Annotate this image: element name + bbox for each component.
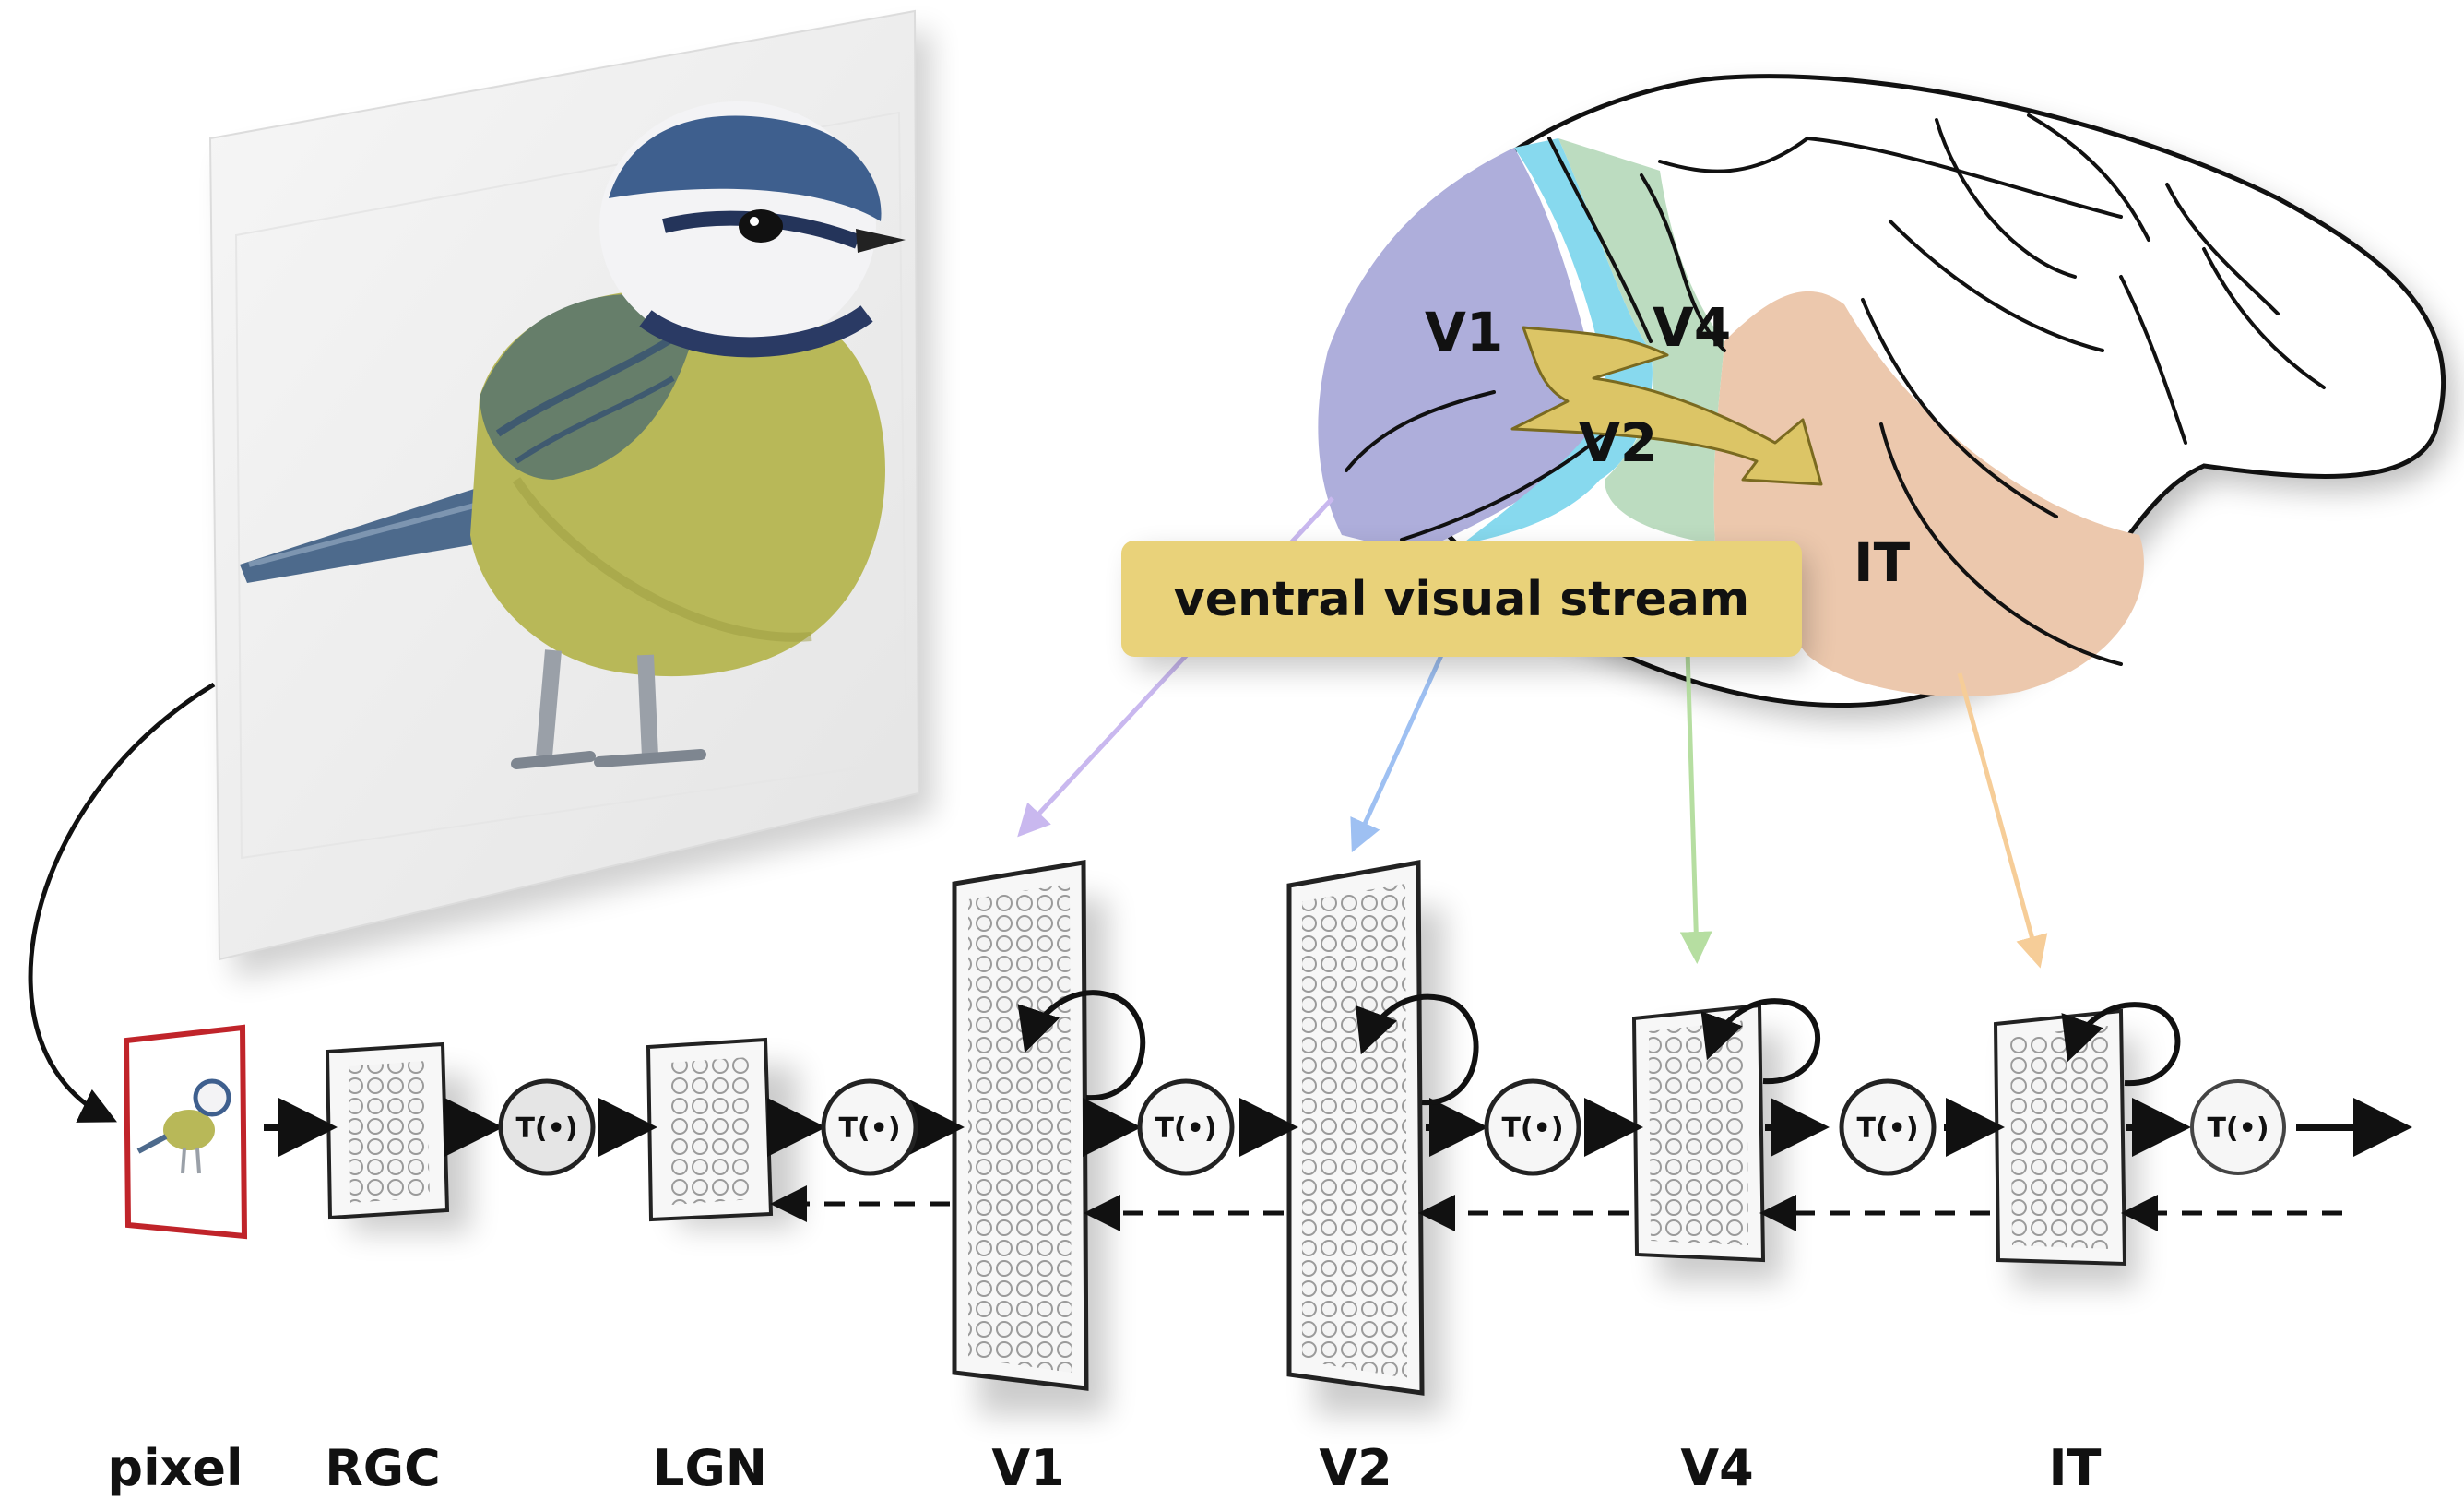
stage-labels: pixel RGC LGN V1 V2 V4 IT <box>107 1439 2101 1497</box>
recurrent-loop-arrow-v2 <box>1356 993 1479 1106</box>
v2-layer <box>1286 860 1425 1396</box>
callout-label: ventral visual stream <box>1174 572 1749 627</box>
stage-label-lgn: LGN <box>653 1439 767 1497</box>
mapping-arrow-it <box>1957 672 2048 969</box>
brain-label-v4: V4 <box>1653 296 1731 359</box>
nonlinearity-label: T(•) <box>838 1112 900 1145</box>
rgc-layer <box>325 1041 450 1220</box>
stage-label-pixel: pixel <box>107 1439 243 1497</box>
brain-label-v1: V1 <box>1425 301 1503 363</box>
nonlinearity-label: T(•) <box>515 1112 577 1145</box>
recurrent-loop-arrow-v1 <box>1017 990 1146 1101</box>
nonlinearity-node-1: T(•) <box>498 1078 596 1176</box>
brain-area-v1 <box>1318 148 1609 553</box>
pixel-input-thumbnail <box>123 1024 248 1240</box>
stage-label-it: IT <box>2049 1439 2102 1497</box>
brain-area-it <box>1713 291 2144 697</box>
lgn-layer <box>646 1037 774 1222</box>
v1-layer <box>952 860 1089 1391</box>
nonlinearity-node-4: T(•) <box>1484 1078 1581 1176</box>
stage-label-v2: V2 <box>1319 1439 1392 1497</box>
v4-layer <box>1631 1003 1766 1263</box>
stimulus-photo-card <box>208 9 933 980</box>
nonlinearity-label: T(•) <box>1155 1112 1216 1145</box>
mapping-arrow-v4 <box>1679 649 1712 964</box>
brain-label-it: IT <box>1854 531 1911 594</box>
brain-label-v2: V2 <box>1579 411 1657 474</box>
brain-area-v2 <box>1462 138 1653 544</box>
nonlinearity-node-5: T(•) <box>1839 1078 1937 1176</box>
nonlinearity-node-6: T(•) <box>2190 1079 2286 1175</box>
photo-to-pixel-arrow <box>28 682 216 1123</box>
stage-label-v1: V1 <box>991 1439 1064 1497</box>
recurrent-loop-arrow-it <box>2061 1002 2181 1087</box>
ventral-stream-callout: ventral visual stream <box>1121 541 1807 669</box>
nonlinearity-label: T(•) <box>1856 1112 1918 1145</box>
nonlinearity-label: T(•) <box>2207 1112 2269 1145</box>
nonlinearity-node-3: T(•) <box>1137 1078 1235 1176</box>
recurrent-loop-arrow-v4 <box>1700 998 1820 1085</box>
stage-label-rgc: RGC <box>325 1439 441 1497</box>
nonlinearity-node-2: T(•) <box>821 1078 918 1176</box>
ventral-flow-arrow <box>1510 326 1823 486</box>
mapping-arrow-v2 <box>1350 639 1451 853</box>
stage-label-v4: V4 <box>1680 1439 1753 1497</box>
nonlinearity-label: T(•) <box>1501 1112 1563 1145</box>
it-layer <box>1993 1008 2127 1267</box>
bird-photo-icon <box>240 101 906 769</box>
model-pipeline: T(•) T(•) T(•) T(•) T(•) T(•) <box>123 860 2412 1415</box>
